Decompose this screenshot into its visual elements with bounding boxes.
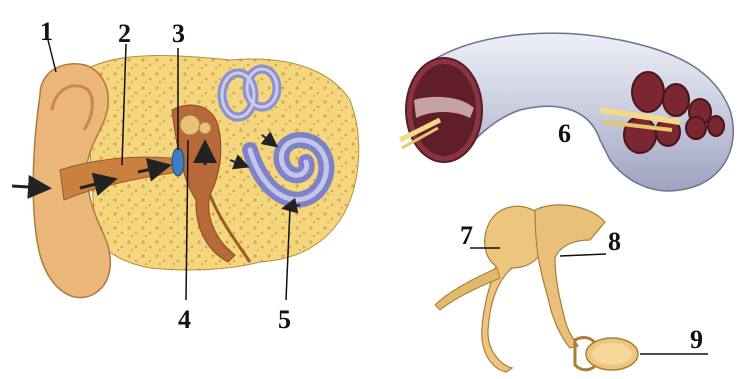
label-7: 7 <box>460 221 473 250</box>
incus <box>535 205 605 348</box>
label-1: 1 <box>40 17 53 46</box>
ear-cross-section <box>12 40 359 300</box>
label-8: 8 <box>608 227 621 256</box>
label-4: 4 <box>178 305 191 334</box>
label-9: 9 <box>690 325 703 354</box>
label-5: 5 <box>278 305 291 334</box>
label-2: 2 <box>118 19 131 48</box>
ossicles-detail <box>435 205 708 372</box>
cochlea-section <box>400 33 733 191</box>
ossicles-small <box>180 115 200 135</box>
eardrum <box>172 148 184 176</box>
label-6: 6 <box>558 119 571 148</box>
label-3: 3 <box>172 19 185 48</box>
